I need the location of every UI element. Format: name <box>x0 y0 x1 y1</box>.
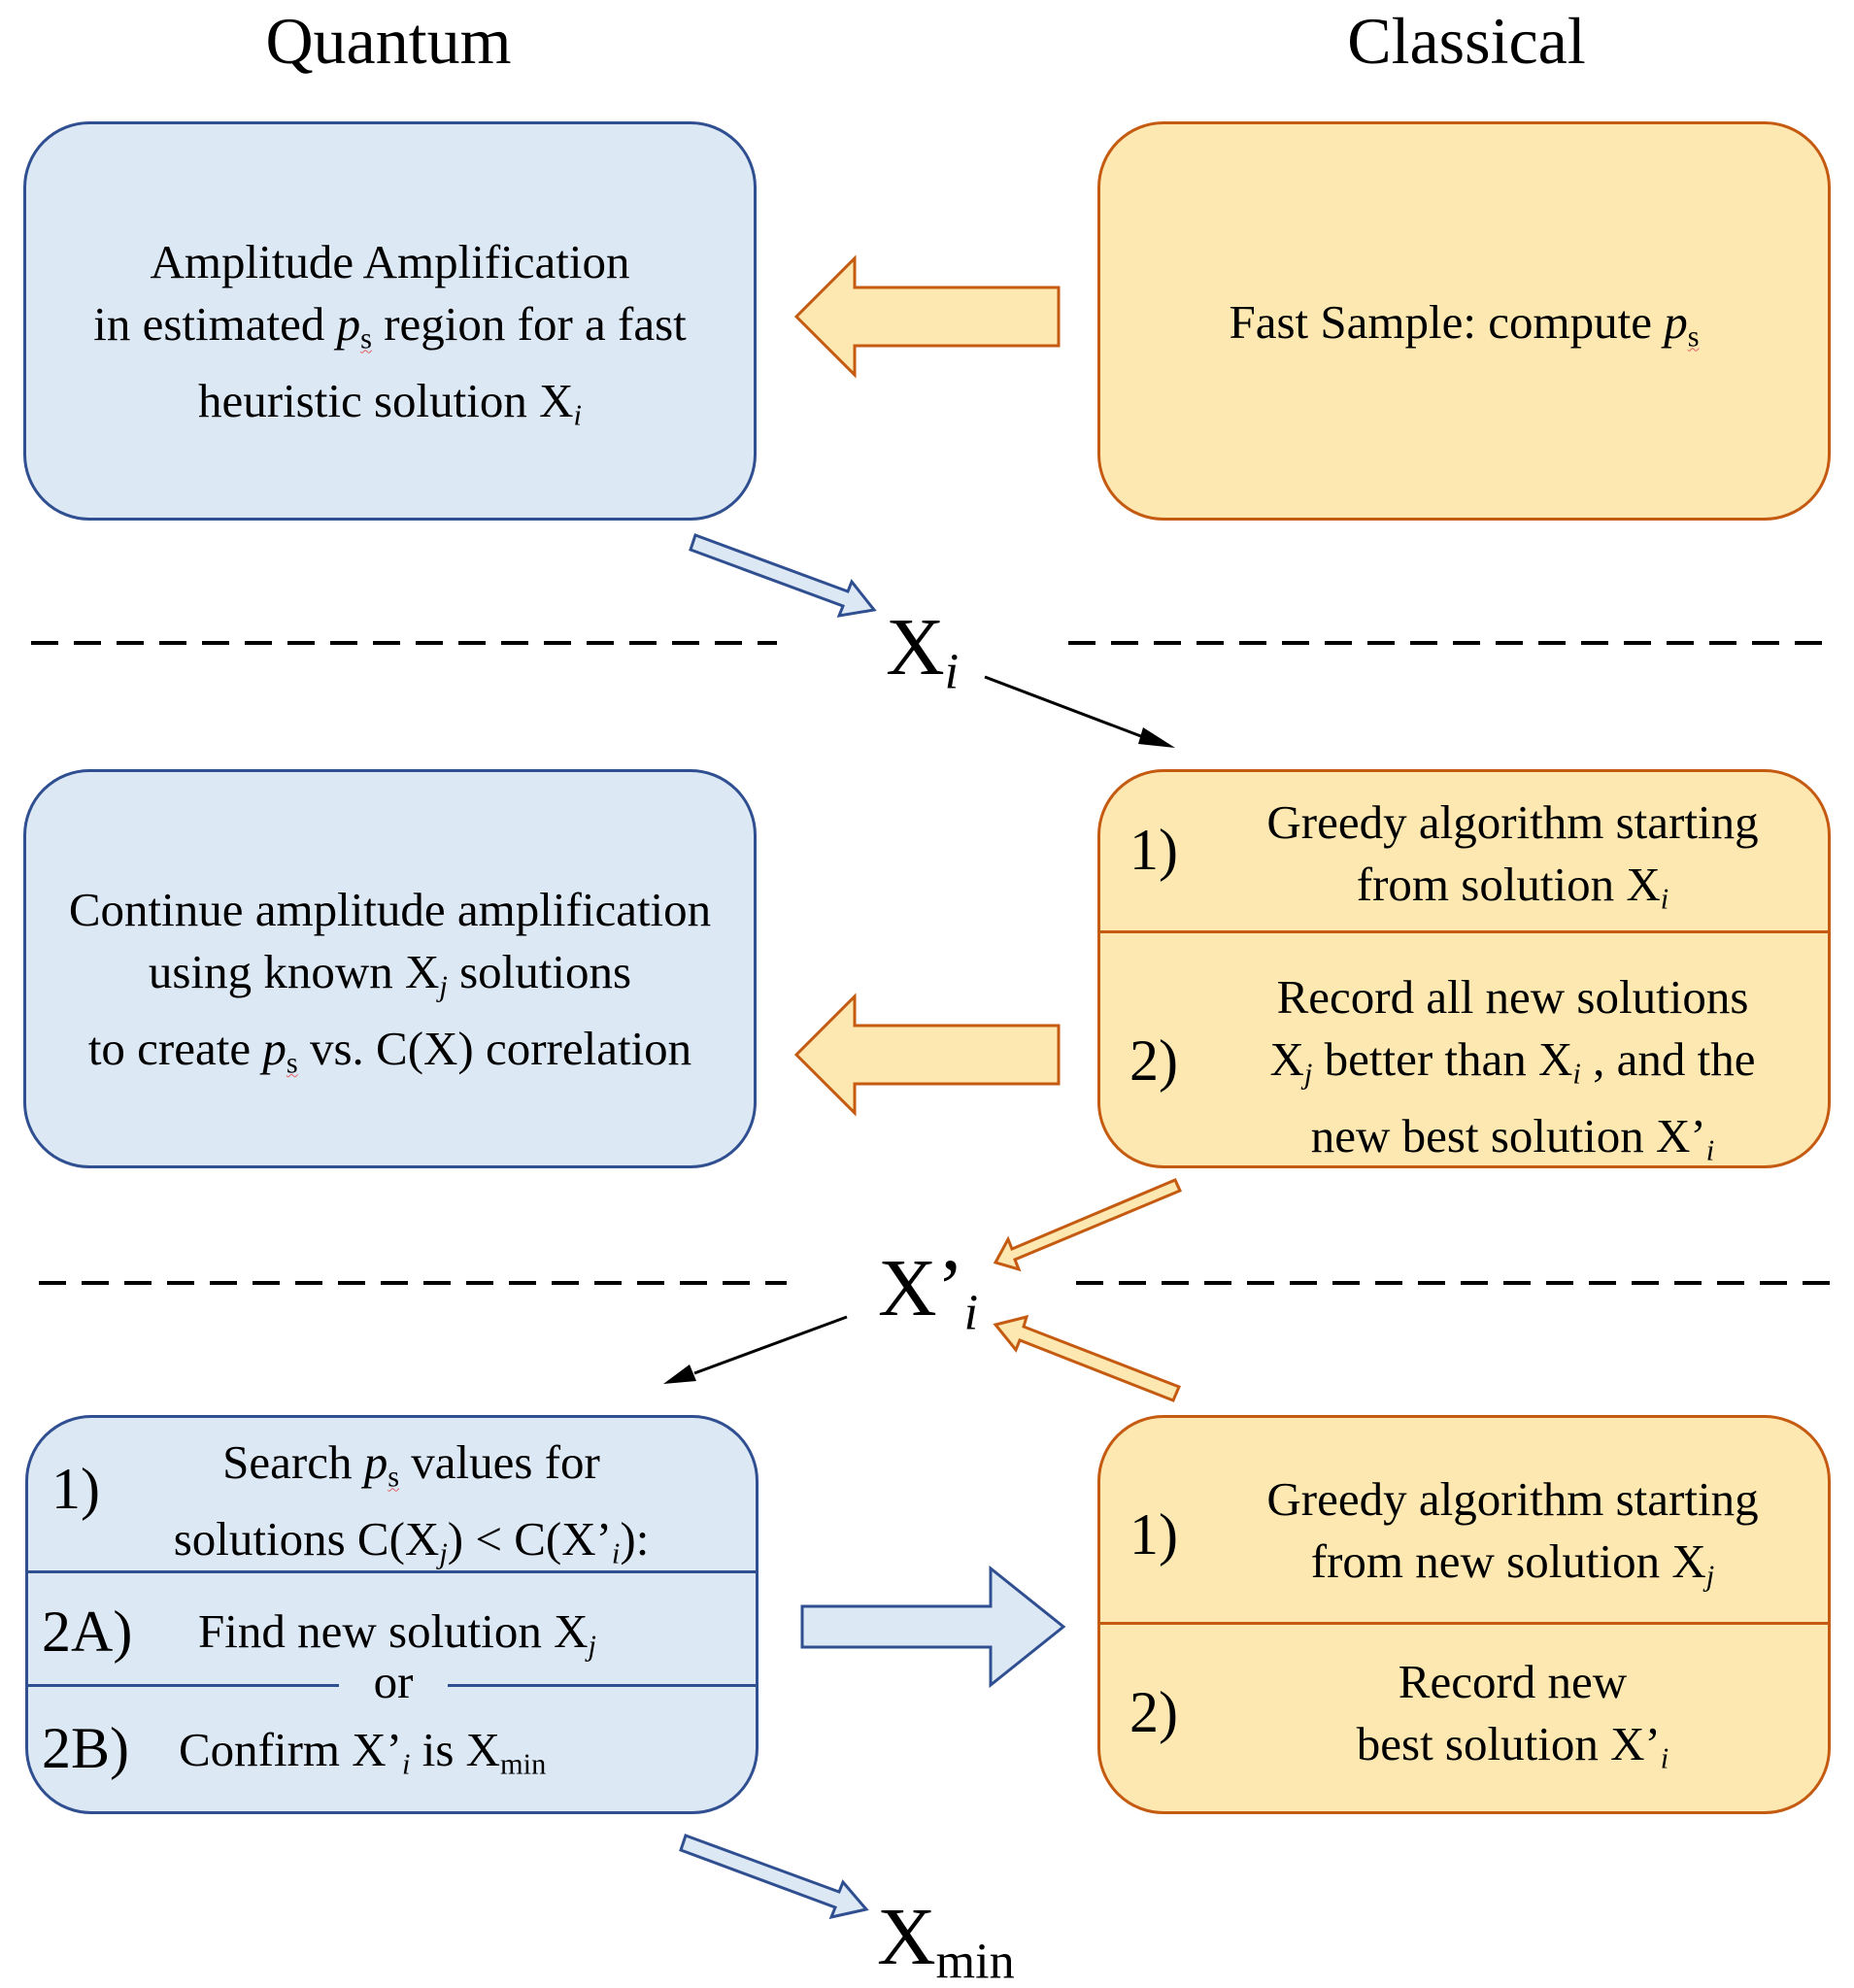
box5-num2a: 2A) <box>42 1600 133 1664</box>
classical-header: Classical <box>1347 4 1586 78</box>
box2-line1: Fast Sample: compute ps <box>1229 295 1700 354</box>
xi-prime-to-search-line <box>693 1315 848 1375</box>
amplification-to-xi-arrow <box>689 533 877 618</box>
box4-step2: Record all new solutions Xj better than … <box>1197 966 1828 1166</box>
box6-step1: Greedy algorithm starting from new solut… <box>1197 1468 1828 1607</box>
box3-text: Continue amplitude amplification using k… <box>26 879 754 1094</box>
box4-step2-line3: new best solution X’i <box>1310 1108 1715 1166</box>
continue-amplification-box: Continue amplitude amplification using k… <box>23 769 757 1168</box>
box4-step1-line2: from solution Xi <box>1356 858 1669 916</box>
xi-label: Xi <box>886 602 960 700</box>
quantum-header: Quantum <box>265 4 512 78</box>
box6-step2-line2: best solution X’i <box>1356 1717 1669 1775</box>
box4-num2: 2) <box>1129 1028 1178 1093</box>
box6-num2: 2) <box>1129 1680 1178 1744</box>
box5-num2b: 2B) <box>42 1716 129 1780</box>
box6-step1-line1: Greedy algorithm starting <box>1266 1472 1759 1526</box>
box2-text: Fast Sample: compute ps <box>1100 291 1828 368</box>
xi-prime-label: X’i <box>878 1243 979 1341</box>
box6-step2-line1: Record new <box>1398 1655 1628 1708</box>
box5-or-text: or <box>373 1655 414 1708</box>
box5-step1-line1: Search ps values for <box>222 1435 600 1494</box>
xi-prime-to-search-arrowhead <box>663 1365 696 1384</box>
box6-step1-line2: from new solution Xj <box>1310 1534 1715 1593</box>
box4-step2-line2: Xj better than Xi , and the <box>1269 1032 1756 1091</box>
box4-divider <box>1100 930 1828 933</box>
box1-line3: heuristic solution Xi <box>198 373 582 432</box>
box4-num1: 1) <box>1129 818 1178 882</box>
box5-num1: 1) <box>51 1457 100 1521</box>
amplitude-amplification-box: Amplitude Amplification in estimated ps … <box>23 121 757 521</box>
box4-step1-line1: Greedy algorithm starting <box>1266 795 1759 849</box>
box1-line1: Amplitude Amplification <box>150 235 630 288</box>
box5-divider <box>28 1570 756 1573</box>
box6-divider <box>1100 1622 1828 1625</box>
box1-line2: in estimated ps region for a fast <box>93 297 687 355</box>
box4-step1: Greedy algorithm starting from solution … <box>1197 792 1828 930</box>
box3-line2: using known Xj solutions <box>148 945 632 1003</box>
box3-line1: Continue amplitude amplification <box>68 883 712 936</box>
search-to-greedy-arrow <box>800 1565 1066 1689</box>
box6-num1: 1) <box>1129 1502 1178 1567</box>
box5-or-divider-left <box>28 1684 339 1687</box>
search-ps-box: 1) Search ps values for solutions C(Xj) … <box>25 1415 758 1814</box>
search-to-xmin-arrow <box>679 1834 869 1920</box>
box5-step2a: Find new solution Xj <box>198 1604 596 1663</box>
box5-step2b: Confirm X’i is Xmin <box>179 1723 547 1781</box>
box3-line3: to create ps vs. C(X) correlation <box>87 1021 692 1080</box>
greedy-to-xi-prime-arrow <box>993 1178 1183 1272</box>
box1-text: Amplitude Amplification in estimated ps … <box>26 231 754 446</box>
box5-step1-line2: solutions C(Xj) < C(X’i): <box>173 1511 650 1570</box>
xmin-label: Xmin <box>877 1892 1015 1988</box>
box5-step1: Search ps values for solutions C(Xj) < C… <box>67 1432 756 1584</box>
greedy-algorithm-box: 1) Greedy algorithm starting from soluti… <box>1097 769 1831 1168</box>
xi-to-greedy-arrowhead <box>1138 727 1175 748</box>
box5-or-divider-right <box>448 1684 756 1687</box>
fast-sample-to-amplification-arrow <box>793 254 1061 379</box>
box6-step2: Record new best solution X’i <box>1197 1651 1828 1790</box>
fast-sample-box: Fast Sample: compute ps <box>1097 121 1831 521</box>
greedy-new-solution-box: 1) Greedy algorithm starting from new so… <box>1097 1415 1831 1814</box>
box4-step2-line1: Record all new solutions <box>1276 970 1749 1024</box>
new-best-to-xi-prime-arrow <box>993 1314 1181 1402</box>
xi-to-greedy-line <box>984 675 1147 740</box>
greedy-to-continue-amplification-arrow <box>793 993 1061 1117</box>
